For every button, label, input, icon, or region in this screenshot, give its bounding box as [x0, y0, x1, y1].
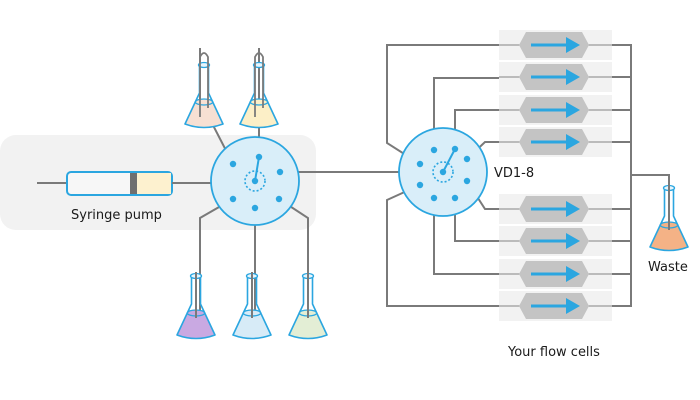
- valve-rotor: [432, 161, 454, 183]
- flasks: [176, 52, 689, 340]
- waste-label: Waste: [648, 260, 688, 275]
- valve-port-7: [430, 194, 438, 202]
- flow-cell-1: [499, 30, 612, 60]
- flow-cell-4: [499, 127, 612, 157]
- source-flask-top-right: [239, 52, 279, 129]
- valve-port-3: [416, 160, 424, 168]
- valve-port-3: [276, 168, 284, 176]
- valve-port-4: [229, 195, 237, 203]
- flask-liquid: [233, 313, 271, 339]
- flow-cell-2: [499, 62, 612, 92]
- flask-liquid: [240, 102, 278, 128]
- flow-arrow-icon: [566, 102, 580, 118]
- valve-port-4: [463, 155, 471, 163]
- valve-port-8: [451, 194, 459, 202]
- flow-cells-label: Your flow cells: [507, 345, 600, 360]
- flow-arrow-icon: [566, 233, 580, 249]
- flow-cell-7: [499, 259, 612, 289]
- flask-liquid-surface: [194, 98, 214, 106]
- syringe-liquid: [137, 173, 171, 194]
- flask-outline: [184, 64, 224, 129]
- flow-arrow-icon: [566, 37, 580, 53]
- flow-arrow-icon: [566, 69, 580, 85]
- flask-outline: [232, 275, 272, 340]
- flask-mouth: [197, 61, 211, 69]
- distribution-valve: [210, 136, 300, 226]
- valve-port-1: [255, 153, 263, 161]
- flask-liquid: [289, 313, 327, 339]
- flow-cell-5: [499, 194, 612, 224]
- flask-liquid: [650, 225, 688, 251]
- flow-cell-8: [499, 291, 612, 321]
- flask-liquid-surface: [249, 98, 269, 106]
- valve-center-port: [251, 177, 259, 185]
- valves: [210, 127, 488, 226]
- valve-port-6: [251, 204, 259, 212]
- source-flask-top-left: [184, 52, 224, 129]
- waste-flask: [649, 184, 689, 252]
- valve-port-5: [275, 195, 283, 203]
- dip-tube: [199, 52, 209, 117]
- valve-port-6: [463, 177, 471, 185]
- flow-arrow-icon: [566, 201, 580, 217]
- valve-channel: [442, 148, 456, 173]
- valve-port-1: [430, 146, 438, 154]
- valve-center-port: [439, 168, 447, 176]
- syringe-plunger: [130, 173, 137, 194]
- dip-tube: [254, 52, 264, 117]
- source-flask-bottom-right: [288, 272, 328, 340]
- valve-channel: [254, 156, 260, 182]
- flask-liquid: [185, 102, 223, 128]
- flow-cell-6: [499, 226, 612, 256]
- valve-port-2: [451, 145, 459, 153]
- flow-cell-rows: [499, 30, 612, 321]
- valve-rotor: [244, 170, 266, 192]
- valve-port-5: [416, 181, 424, 189]
- flask-outline: [239, 64, 279, 129]
- source-flask-bottom-left: [176, 272, 216, 340]
- selector-valve: [398, 127, 488, 217]
- selector-valve-label: VD1-8: [494, 166, 534, 181]
- flow-cell-3: [499, 95, 612, 125]
- syringe-pump-label: Syringe pump: [71, 208, 162, 223]
- selector-outlet-tube-7: [433, 198, 499, 275]
- flask-liquid: [177, 313, 215, 339]
- flask-outline: [176, 275, 216, 340]
- flow-arrow-icon: [566, 134, 580, 150]
- flask-outline: [288, 275, 328, 340]
- valve-port-2: [229, 160, 237, 168]
- source-flask-bottom-middle: [232, 272, 272, 340]
- flask-outline: [649, 187, 689, 252]
- flask-mouth: [252, 61, 266, 69]
- flow-arrow-icon: [566, 266, 580, 282]
- flow-arrow-icon: [566, 298, 580, 314]
- selector-outlet-tube-2: [433, 77, 499, 150]
